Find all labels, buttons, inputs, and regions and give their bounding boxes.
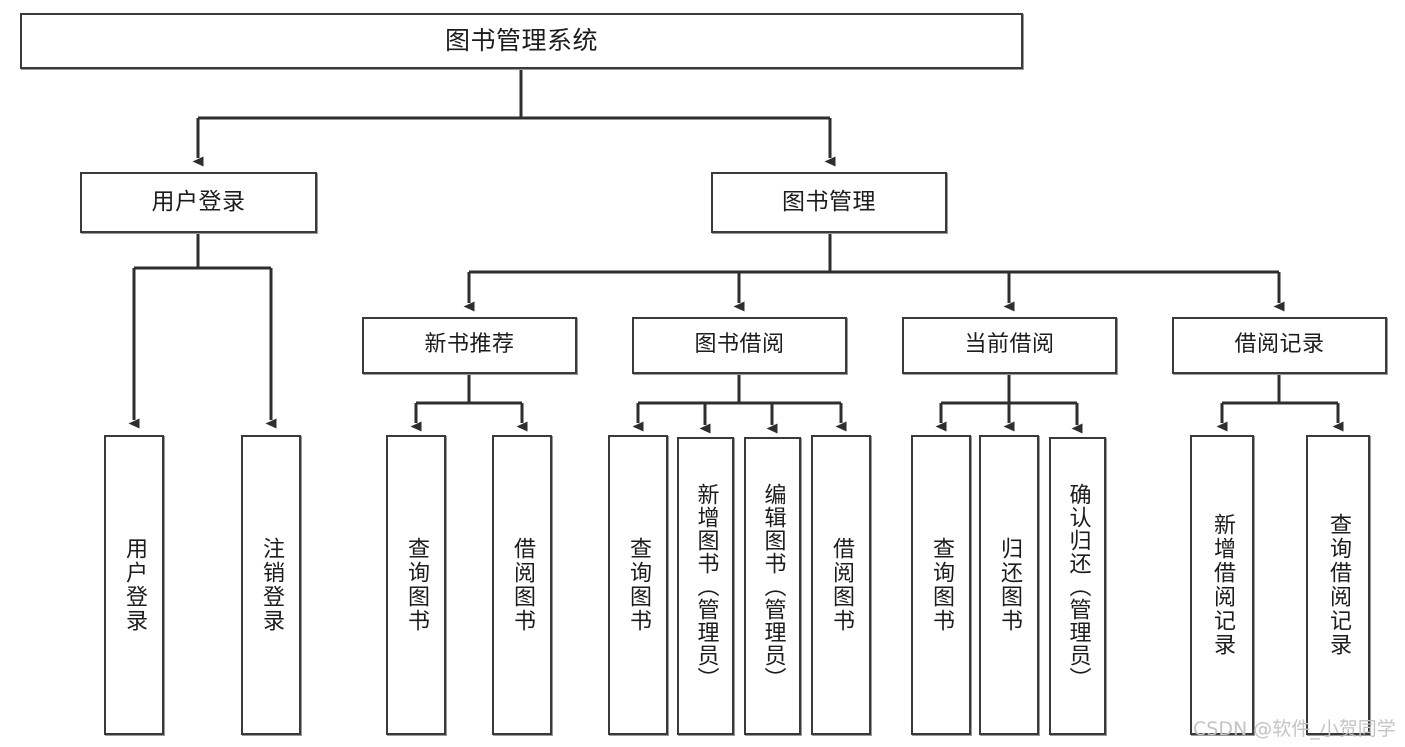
node-user-login[interactable]: 用户登录 bbox=[80, 172, 317, 233]
leaf-confirm-return-admin[interactable]: 确认归还（管理员） bbox=[1049, 437, 1106, 735]
node-label: 查询图书 bbox=[625, 537, 651, 633]
node-label: 新增借阅记录 bbox=[1209, 513, 1235, 657]
node-book-management[interactable]: 图书管理 bbox=[711, 172, 947, 233]
node-root-book-management-system[interactable]: 图书管理系统 bbox=[20, 13, 1023, 69]
node-new-book-recommend[interactable]: 新书推荐 bbox=[362, 317, 577, 374]
leaf-borrow-book-recommend[interactable]: 借阅图书 bbox=[492, 435, 552, 735]
node-label: 查询图书 bbox=[928, 537, 954, 633]
leaf-query-book-current[interactable]: 查询图书 bbox=[911, 435, 971, 735]
leaf-query-book-recommend[interactable]: 查询图书 bbox=[386, 435, 446, 735]
node-label: 新增图书（管理员） bbox=[693, 482, 719, 690]
node-book-borrow[interactable]: 图书借阅 bbox=[632, 317, 847, 374]
node-label: 查询图书 bbox=[403, 537, 429, 633]
node-label: 图书管理 bbox=[782, 188, 876, 215]
leaf-borrow-book[interactable]: 借阅图书 bbox=[811, 435, 871, 735]
leaf-add-book-admin[interactable]: 新增图书（管理员） bbox=[677, 437, 734, 735]
node-label: 注销登录 bbox=[258, 537, 284, 633]
csdn-watermark: CSDN @软件_小贺同学 bbox=[1193, 718, 1396, 740]
node-label: 图书管理系统 bbox=[444, 26, 598, 55]
leaf-user-login[interactable]: 用户登录 bbox=[104, 435, 164, 735]
leaf-add-borrow-record[interactable]: 新增借阅记录 bbox=[1190, 435, 1254, 735]
node-label: 用户登录 bbox=[121, 537, 147, 633]
leaf-logout[interactable]: 注销登录 bbox=[241, 435, 301, 735]
node-label: 借阅图书 bbox=[828, 537, 854, 633]
node-label: 图书借阅 bbox=[694, 332, 785, 358]
leaf-edit-book-admin[interactable]: 编辑图书（管理员） bbox=[744, 437, 801, 735]
node-label: 借阅图书 bbox=[509, 537, 535, 633]
node-label: 借阅记录 bbox=[1234, 332, 1325, 358]
node-label: 归还图书 bbox=[996, 537, 1022, 633]
node-label: 编辑图书（管理员） bbox=[760, 482, 786, 690]
node-label: 新书推荐 bbox=[424, 332, 515, 358]
node-borrow-record[interactable]: 借阅记录 bbox=[1172, 317, 1387, 374]
node-label: 用户登录 bbox=[151, 188, 246, 215]
node-label: 确认归还（管理员） bbox=[1065, 482, 1091, 690]
leaf-return-book[interactable]: 归还图书 bbox=[979, 435, 1039, 735]
leaf-query-borrow-record[interactable]: 查询借阅记录 bbox=[1306, 435, 1370, 735]
leaf-query-book-borrow[interactable]: 查询图书 bbox=[608, 435, 668, 735]
node-label: 查询借阅记录 bbox=[1325, 513, 1351, 657]
node-label: 当前借阅 bbox=[964, 332, 1055, 358]
node-current-borrow[interactable]: 当前借阅 bbox=[902, 317, 1117, 374]
